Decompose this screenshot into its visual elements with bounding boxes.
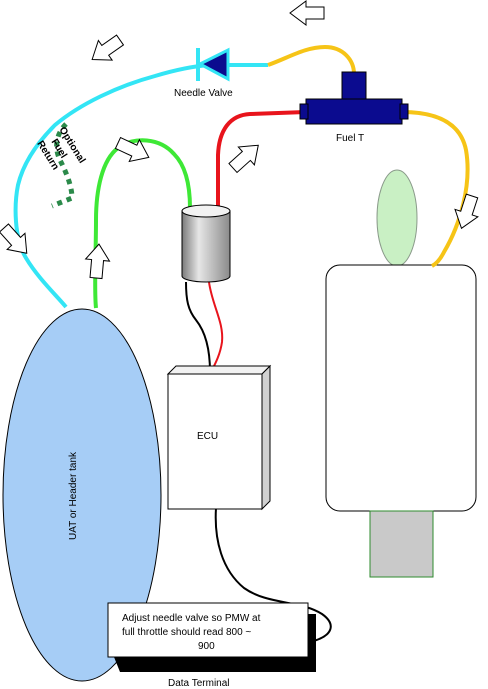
ecu-label: ECU bbox=[197, 431, 218, 442]
block-arrow-icon bbox=[112, 131, 155, 169]
data-terminal bbox=[107, 602, 316, 672]
green-fuel-line bbox=[93, 138, 192, 309]
engine-tank-cap bbox=[376, 169, 418, 267]
ecu-box bbox=[166, 364, 272, 511]
data-terminal-label: Data Terminal bbox=[168, 678, 230, 689]
engine-output-shaft bbox=[369, 510, 434, 578]
note-line-2: full throttle should read 800 ~ bbox=[122, 627, 251, 638]
tank-label: UAT or Header tank bbox=[68, 451, 79, 540]
block-arrow-icon bbox=[224, 135, 267, 178]
fuel-t-icon bbox=[299, 71, 409, 125]
yellow-fuel-line-top bbox=[267, 44, 356, 75]
red-fuel-line bbox=[216, 110, 307, 208]
engine-body bbox=[325, 264, 477, 512]
block-arrow-icon bbox=[83, 242, 112, 280]
optional-return-line bbox=[51, 122, 75, 209]
ecu-wire-red bbox=[208, 281, 224, 375]
needle-valve-label: Needle Valve bbox=[174, 88, 233, 99]
ecu-wire-black bbox=[185, 281, 211, 373]
block-arrow-icon bbox=[289, 0, 325, 26]
flow-sensor-icon bbox=[181, 204, 231, 283]
cyan-fuel-line bbox=[13, 63, 268, 309]
fuel-tank bbox=[2, 308, 162, 682]
block-arrow-icon bbox=[84, 29, 128, 70]
needle-valve-icon bbox=[196, 47, 230, 82]
fuel-t-label: Fuel T bbox=[336, 133, 364, 144]
optional-return-label: Optional Fuel Return bbox=[34, 125, 88, 181]
note-line-3: 900 bbox=[198, 641, 215, 652]
note-text: Adjust needle valve so PMW at full throt… bbox=[122, 613, 263, 652]
note-line-1: Adjust needle valve so PMW at bbox=[122, 613, 261, 624]
data-terminal-cable bbox=[214, 507, 332, 643]
yellow-fuel-line-right bbox=[401, 110, 470, 268]
